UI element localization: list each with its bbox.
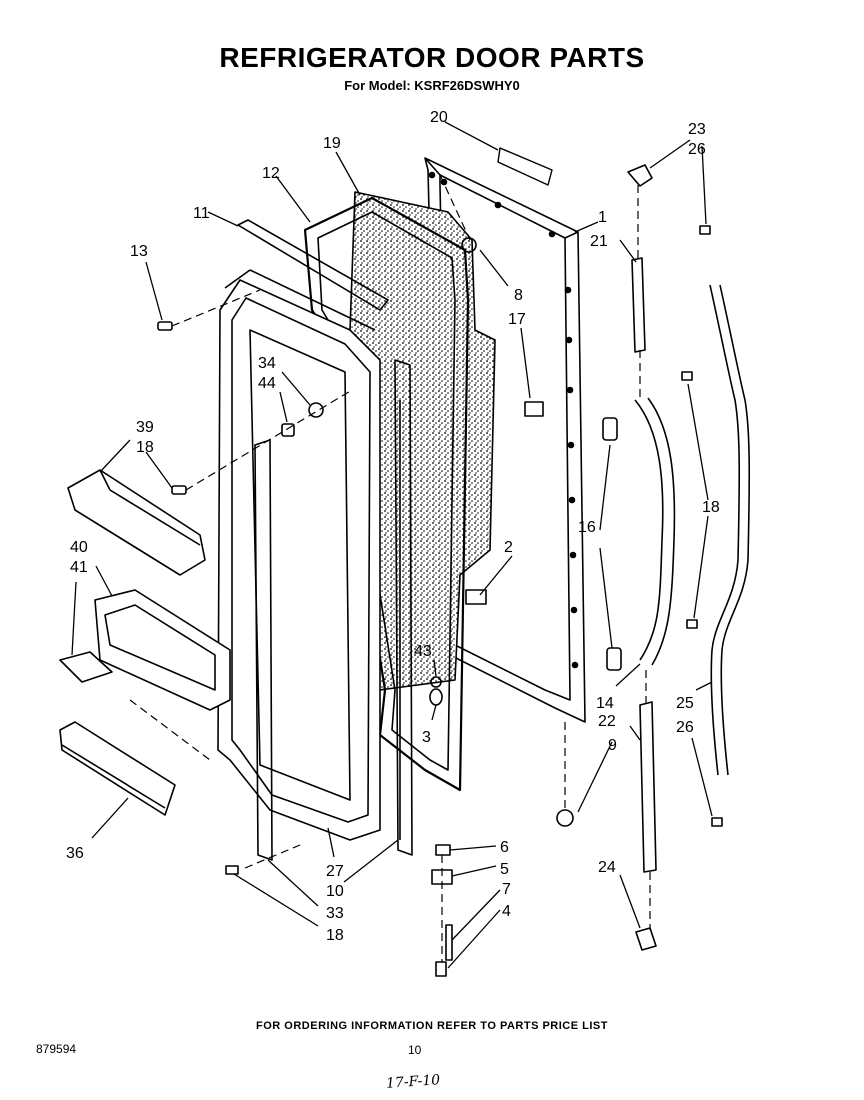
label-19: 19: [323, 135, 341, 152]
label-23: 23: [688, 121, 706, 138]
label-13: 13: [130, 243, 148, 260]
label-26-bottom: 26: [676, 719, 694, 736]
label-3: 3: [422, 729, 431, 746]
left-trim-strip: [254, 439, 273, 861]
model-subtitle: For Model: KSRF26DSWHY0: [344, 78, 520, 93]
lower-hinge-bracket: [639, 701, 657, 873]
label-5: 5: [500, 861, 509, 878]
label-36: 36: [66, 845, 84, 862]
label-12: 12: [262, 165, 280, 182]
label-40: 40: [70, 539, 88, 556]
trim-strip: [394, 359, 413, 856]
label-18-right: 18: [702, 499, 720, 516]
assembly-lines: [129, 174, 651, 962]
label-4: 4: [502, 903, 511, 920]
label-18-left: 18: [136, 439, 154, 456]
page-number: 10: [408, 1043, 422, 1057]
label-43: 43: [414, 643, 432, 660]
label-20: 20: [430, 109, 448, 126]
dispenser-housing: [59, 589, 231, 711]
label-16: 16: [578, 519, 596, 536]
label-33: 33: [326, 905, 344, 922]
document-number: 879594: [36, 1042, 77, 1056]
label-8: 8: [514, 287, 523, 304]
label-9: 9: [608, 737, 617, 754]
label-14: 14: [596, 695, 614, 712]
label-39: 39: [136, 419, 154, 436]
label-1: 1: [598, 209, 607, 226]
door-handle: [602, 397, 676, 671]
label-26-top: 26: [688, 141, 706, 158]
label-6: 6: [500, 839, 509, 856]
upper-hinge-bracket: [631, 257, 646, 353]
part-labels: 20 19 12 11 13 1 8 17 34 44 39 18 40 41 …: [66, 109, 720, 944]
label-7: 7: [502, 881, 511, 898]
lower-trim: [59, 721, 176, 816]
label-21: 21: [590, 233, 608, 250]
page-title: REFRIGERATOR DOOR PARTS: [219, 42, 645, 73]
door-shelf-bin: [67, 469, 206, 576]
nameplate: [497, 147, 553, 186]
label-2: 2: [504, 539, 513, 556]
inner-door-liner: [217, 269, 381, 841]
label-25: 25: [676, 695, 694, 712]
label-18-bottom: 18: [326, 927, 344, 944]
label-24: 24: [598, 859, 616, 876]
label-22: 22: [598, 713, 616, 730]
label-44: 44: [258, 375, 276, 392]
side-trim: [709, 284, 751, 776]
leader-lines: [71, 121, 713, 969]
label-34: 34: [258, 355, 276, 372]
label-11: 11: [193, 205, 210, 222]
ordering-info-note: FOR ORDERING INFORMATION REFER TO PARTS …: [256, 1020, 608, 1032]
label-27: 27: [326, 863, 344, 880]
top-trim: [237, 219, 389, 311]
label-17: 17: [508, 311, 526, 328]
hinge-cover: [627, 164, 653, 187]
label-41: 41: [70, 559, 88, 576]
label-10: 10: [326, 883, 344, 900]
